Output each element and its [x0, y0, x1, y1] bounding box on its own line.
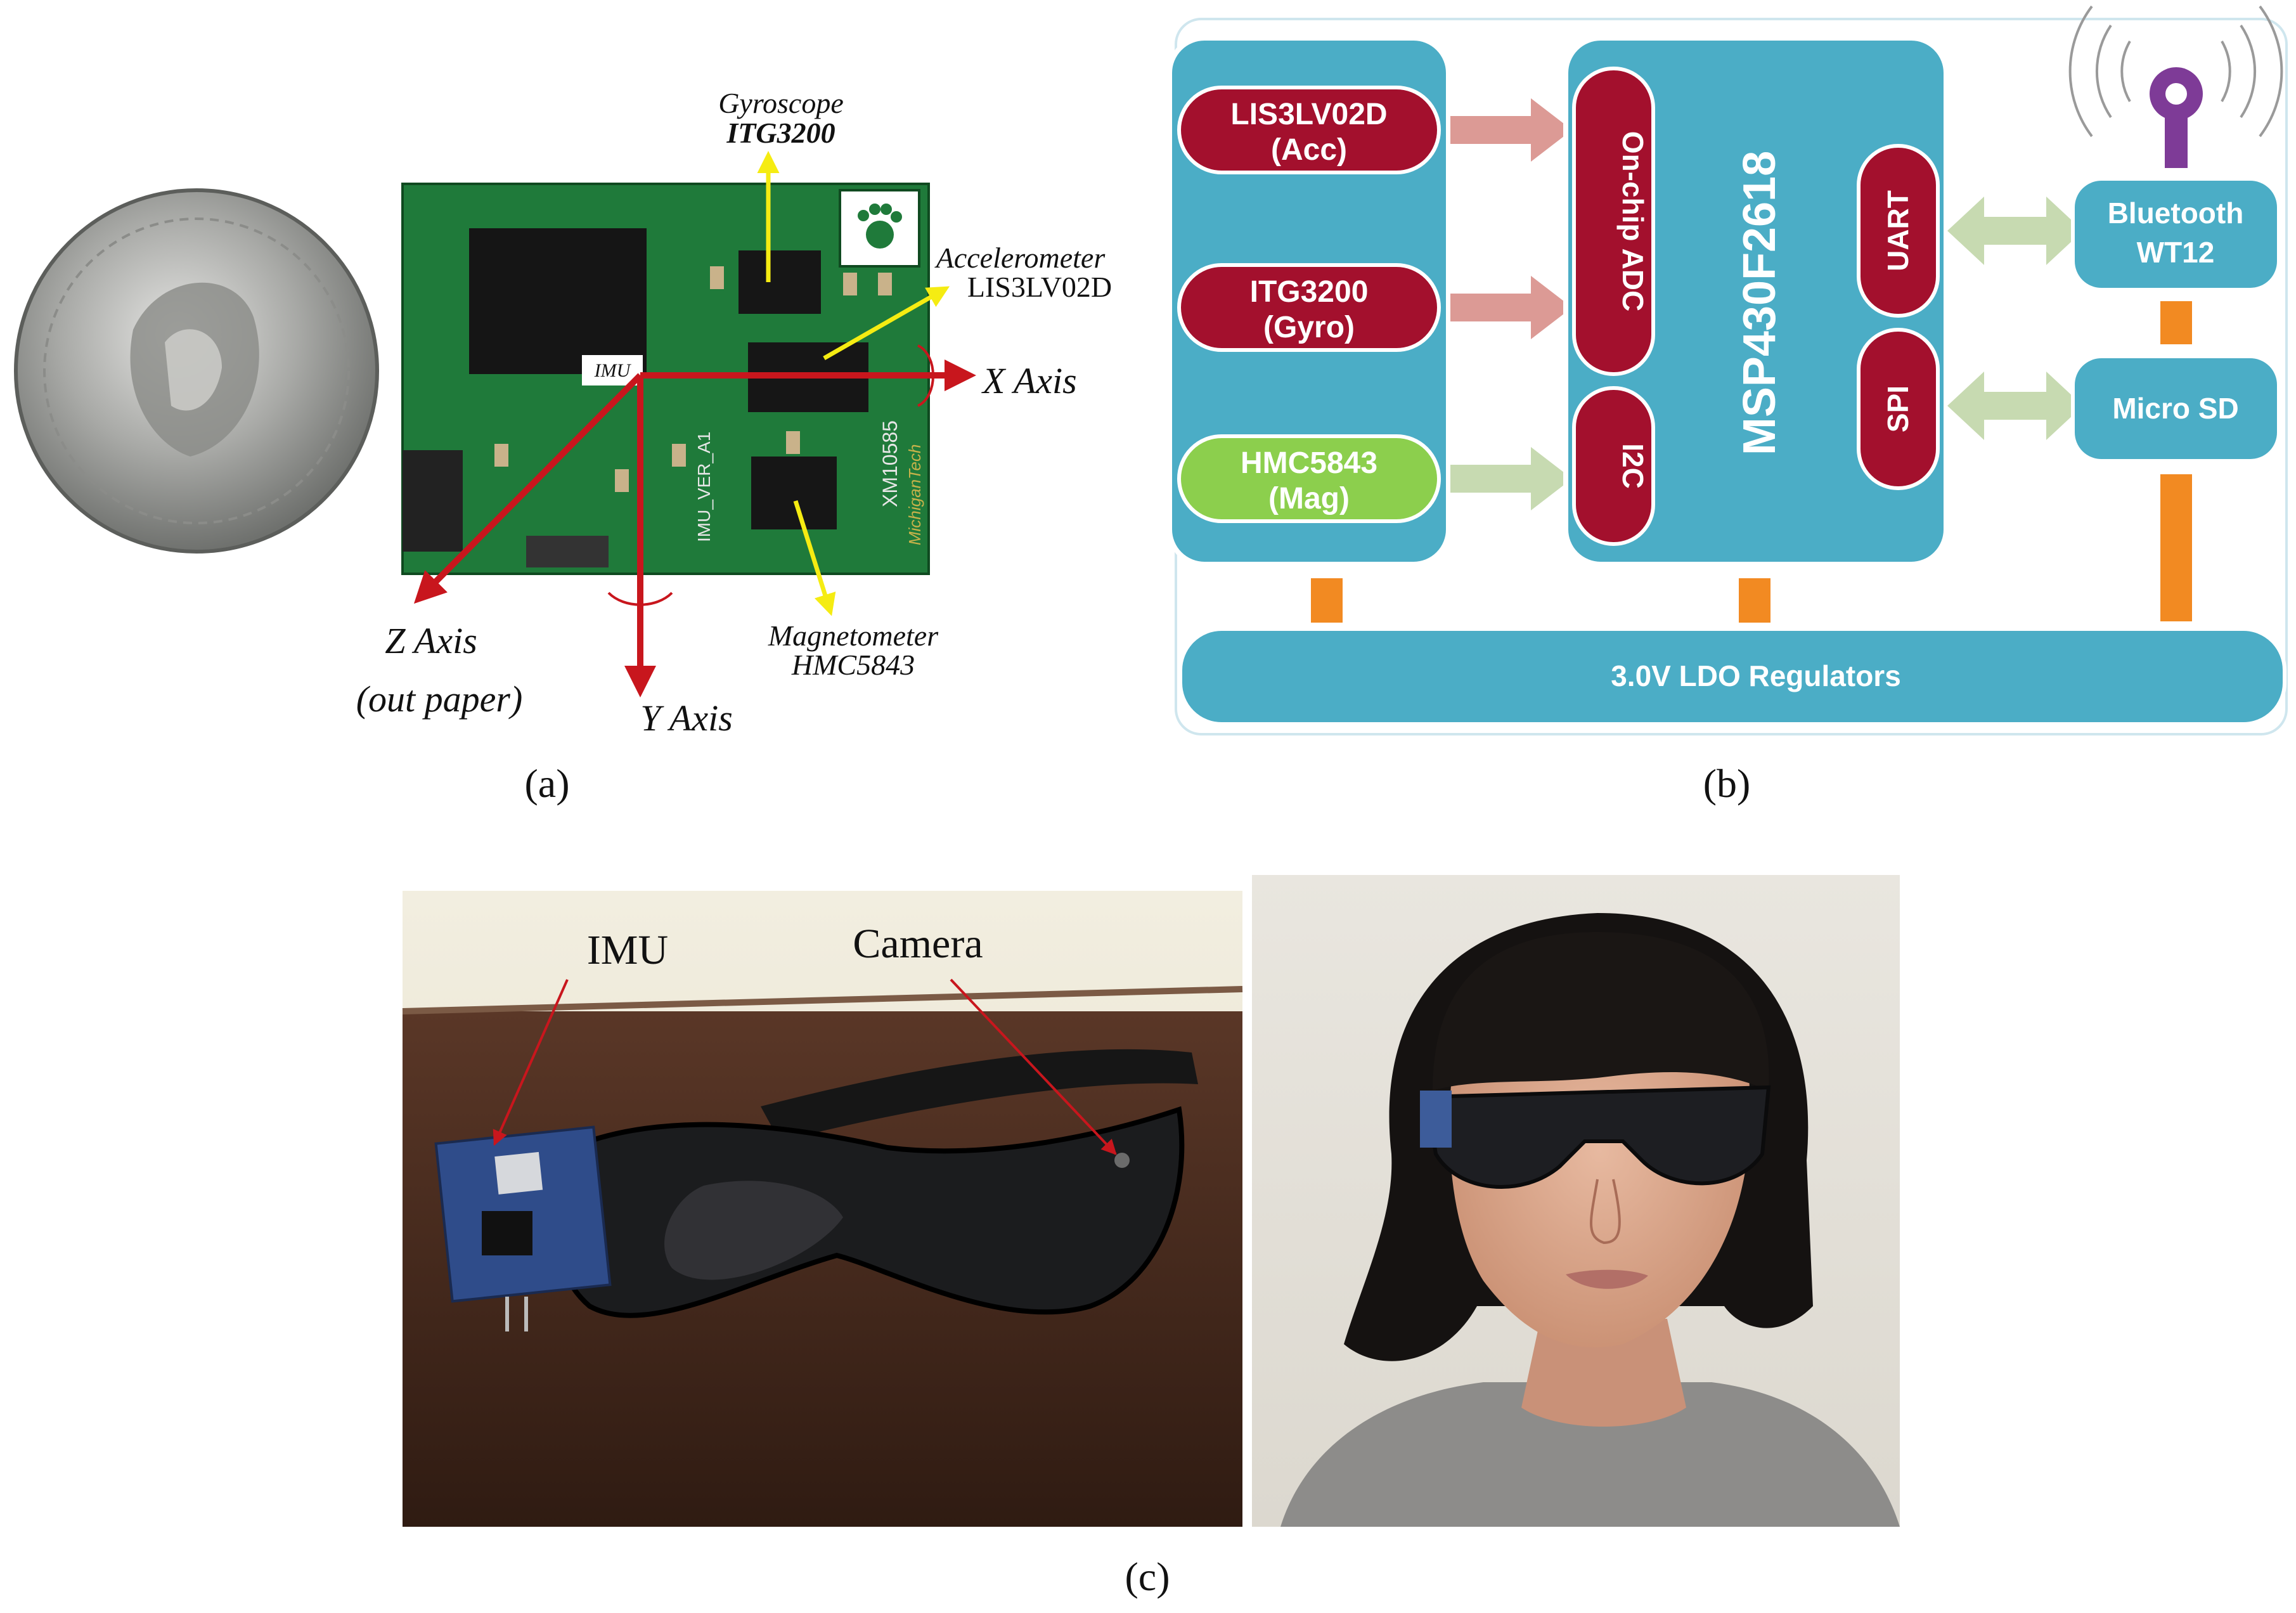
- bluetooth-block: [2071, 177, 2281, 292]
- hmc5843-name: HMC5843: [1241, 446, 1377, 480]
- power-link-mcu: [1739, 578, 1770, 623]
- lis3lv02d-type: (Acc): [1271, 133, 1347, 167]
- adc-port-label: On-chip ADC: [1616, 131, 1649, 312]
- caption-a: (a): [524, 761, 569, 806]
- y-rotation-arc: [607, 592, 673, 606]
- magnetometer-part-label: HMC5843: [791, 649, 915, 681]
- hmc5843-type: (Mag): [1268, 482, 1350, 515]
- itg3200-name: ITG3200: [1250, 275, 1369, 309]
- panel-b: LIS3LV02D (Acc) ITG3200 (Gyro) HMC5843 (…: [1167, 5, 2288, 806]
- acc-to-adc-arrow: [1450, 98, 1572, 162]
- board-version: IMU_VER_A1: [694, 432, 714, 542]
- micro-sd-label: Micro SD: [2112, 392, 2238, 425]
- mcu-block: [1563, 36, 1949, 567]
- power-link-sensors: [1311, 578, 1343, 623]
- x-rotation-arc: [917, 344, 934, 407]
- itg3200-block: [1177, 263, 1441, 352]
- spi-port-label: SPI: [1881, 385, 1914, 432]
- accelerometer-label: Accelerometer: [934, 242, 1106, 274]
- pcb-board: XM10585 IMU_VER_A1 MichiganTech: [401, 183, 930, 575]
- wearer-photo: [1252, 875, 1900, 1527]
- mcu-name: MSP430F2618: [1734, 151, 1785, 455]
- bluetooth-model: WT12: [2137, 236, 2215, 269]
- mag-to-i2c-arrow: [1450, 447, 1572, 510]
- regulator-block: [1178, 627, 2286, 726]
- panel-c: IMU Camera (c): [402, 875, 1900, 1599]
- power-link-bluetooth: [2160, 301, 2192, 344]
- uart-port-label: UART: [1881, 190, 1914, 271]
- camera-lens-icon: [1114, 1153, 1130, 1168]
- board-part-number: XM10585: [879, 420, 901, 507]
- magnetometer-pointer: [793, 500, 836, 616]
- bluetooth-label: Bluetooth: [2108, 197, 2244, 230]
- accelerometer-part-label: LIS3LV02D: [967, 271, 1112, 303]
- imu-board-label: IMU: [594, 360, 632, 381]
- board-brand: MichiganTech: [905, 444, 924, 545]
- lis3lv02d-name: LIS3LV02D: [1230, 98, 1387, 131]
- accelerometer-pointer: [823, 286, 950, 361]
- y-axis-label: Y Axis: [640, 697, 733, 739]
- i2c-port: [1572, 386, 1655, 546]
- gyroscope-label: Gyroscope: [718, 87, 844, 119]
- z-axis-note: (out paper): [356, 678, 523, 720]
- magnetometer-label: Magnetometer: [768, 619, 939, 652]
- hmc5843-block: [1177, 434, 1441, 523]
- uart-bluetooth-arrow: [1947, 197, 2083, 265]
- power-link-sd: [2160, 474, 2192, 621]
- micro-sd-block: [2071, 354, 2281, 463]
- i2c-port-label: I2C: [1616, 443, 1649, 489]
- adc-port: [1572, 67, 1655, 376]
- panel-a: XM10585 IMU_VER_A1 MichiganTech IMU Gyro…: [14, 87, 1112, 806]
- coin-photo: [14, 188, 379, 554]
- caption-b: (b): [1703, 761, 1751, 806]
- gyro-to-adc-arrow: [1450, 276, 1572, 339]
- itg3200-type: (Gyro): [1263, 311, 1355, 344]
- z-axis-arrow: [413, 373, 643, 604]
- camera-photo-label: Camera: [853, 921, 983, 967]
- imu-photo-label: IMU: [587, 927, 668, 973]
- spi-sd-arrow: [1947, 372, 2083, 440]
- caption-c: (c): [1125, 1554, 1170, 1599]
- imu-pointer: [493, 979, 569, 1146]
- spi-port: [1857, 328, 1940, 490]
- lis3lv02d-block: [1177, 86, 1441, 174]
- glasses-photo: [402, 891, 1243, 1527]
- uart-port: [1857, 144, 1940, 318]
- camera-pointer: [950, 978, 1117, 1155]
- antenna-icon: [2068, 5, 2283, 168]
- x-axis-label: X Axis: [981, 360, 1077, 401]
- z-axis-label: Z Axis: [385, 620, 477, 661]
- gyroscope-part-label: ITG3200: [726, 117, 835, 149]
- regulator-label: 3.0V LDO Regulators: [1611, 659, 1901, 692]
